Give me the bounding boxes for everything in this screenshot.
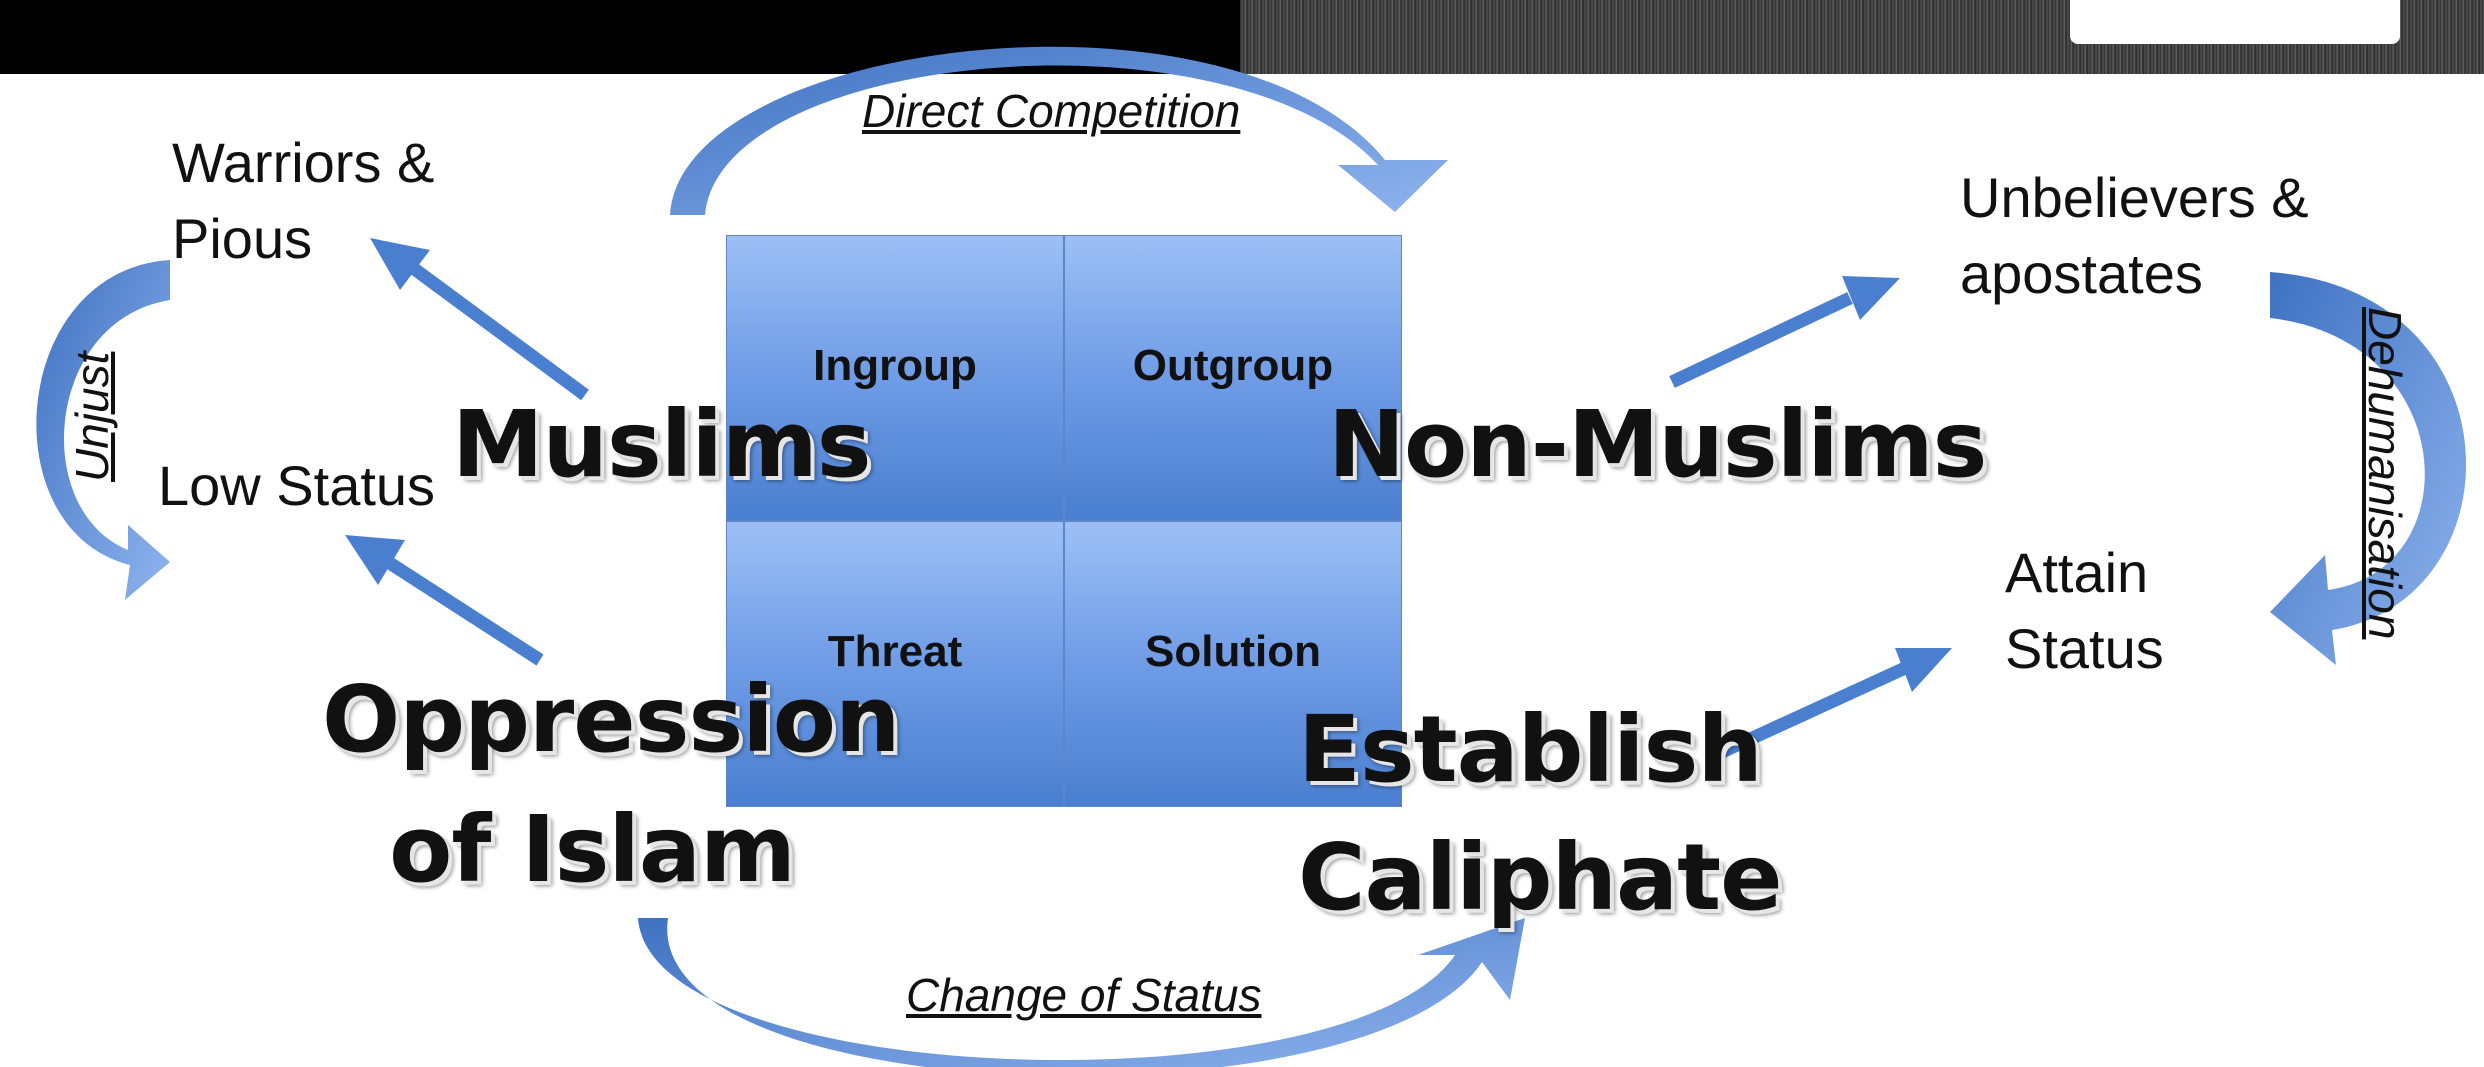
outgroup-name: Non-Muslims xyxy=(1328,391,1987,498)
unbelievers-label: Unbelievers & apostates xyxy=(1960,166,2309,305)
arrow-nonmuslims-to-unbelievers xyxy=(1669,276,1900,388)
quadrant-label: Outgroup xyxy=(1132,341,1334,390)
dehumanisation-label: Dehumanisation xyxy=(2359,307,2411,640)
quadrant-outgroup: Outgroup xyxy=(1064,235,1402,521)
quadrant-label: Ingroup xyxy=(813,341,977,390)
quadrant-solution: Solution xyxy=(1064,521,1402,807)
quadrant-label: Solution xyxy=(1145,627,1321,676)
banner-logo xyxy=(2070,0,2400,44)
threat-line1: Oppression xyxy=(322,666,900,773)
threat-line2: of Islam xyxy=(389,796,796,903)
low-status-label: Low Status xyxy=(158,454,436,517)
direct-competition-label: Direct Competition xyxy=(862,85,1241,137)
arrow-caliphate-to-attain xyxy=(1719,648,1952,758)
change-of-status-label: Change of Status xyxy=(906,969,1262,1021)
top-banner xyxy=(0,0,2484,74)
arrow-muslims-to-warriors xyxy=(370,238,589,401)
quadrant-threat: Threat xyxy=(726,521,1064,807)
arrow-oppression-to-lowstatus xyxy=(345,535,544,666)
quadrant-label: Threat xyxy=(827,627,963,676)
warriors-label: Warriors & Pious xyxy=(172,131,435,270)
unjust-arrow xyxy=(36,260,170,600)
dehumanisation-arrow xyxy=(2270,272,2467,665)
attain-status-label: Attain Status xyxy=(2005,541,2164,680)
unjust-label: Unjust xyxy=(66,351,118,482)
quadrant-ingroup: Ingroup xyxy=(726,235,1064,521)
solution-line1: Establish xyxy=(1298,696,1763,803)
quadrant-grid: Ingroup Outgroup Threat Solution xyxy=(726,235,1402,807)
solution-line2: Caliphate xyxy=(1298,824,1782,931)
direct-competition-arrow xyxy=(670,46,1448,215)
ingroup-name: Muslims xyxy=(452,391,871,498)
